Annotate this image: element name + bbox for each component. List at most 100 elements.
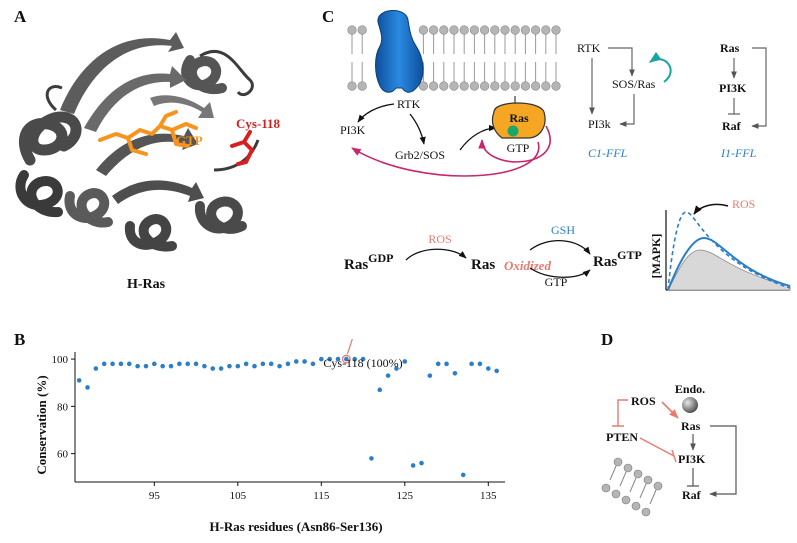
lipid-tail (619, 471, 627, 487)
lipid-head (611, 489, 621, 499)
rtk-to-grb2-arrow (409, 113, 426, 145)
lipid-tail (609, 465, 617, 481)
gtp-label: GTP (176, 133, 203, 148)
rx-gsh: GSH (551, 223, 575, 237)
chart-xlabel: H-Ras residues (Asn86-Ser136) (209, 519, 382, 534)
d-pi3k: PI3K (678, 452, 706, 466)
i1-ras-to-raf-arrow (751, 47, 767, 129)
ras-feedback-arrow (478, 125, 551, 163)
rx-gtp-below: GTP (545, 275, 568, 289)
data-point (402, 359, 408, 364)
lipid-head (500, 25, 510, 35)
data-point (177, 361, 182, 367)
y-tick-label: 60 (57, 449, 69, 461)
data-point (319, 356, 324, 362)
mapk-ros: ROS (732, 197, 755, 211)
lipid-head (347, 81, 357, 91)
c1-pi3k: PI3k (588, 117, 611, 131)
lipid-head (480, 25, 490, 35)
rx-ros-arrow (405, 248, 467, 261)
data-point (152, 361, 157, 367)
d-ros-to-ras-arrow (661, 401, 679, 419)
grb2-sos-label: Grb2/SOS (395, 148, 445, 162)
data-point (202, 363, 207, 369)
lipid-head (418, 25, 429, 35)
lipid-head (459, 25, 469, 35)
cys118-label: Cys-118 (236, 116, 281, 131)
lipid-head (449, 81, 459, 91)
lipid-head (621, 495, 631, 505)
lipid-head (520, 81, 531, 91)
ras-to-pi3k-arrow (351, 141, 540, 177)
lipid-tail (629, 477, 637, 493)
x-tick-label: 135 (480, 490, 497, 502)
panel-letter-b: B (14, 330, 25, 349)
data-point (85, 385, 90, 390)
lipid-head (633, 469, 643, 479)
i1-ras: Ras (720, 41, 740, 55)
mapk-ylabel: [MAPK] (649, 234, 663, 279)
c1-rtk: RTK (577, 41, 601, 55)
c1-sos-to-pi3k-arrow (619, 94, 635, 127)
chart-points (76, 338, 499, 478)
c1-sos-selfloop-arrow (649, 51, 672, 83)
rx-gtp-arrow (529, 267, 591, 278)
y-tick-label: 100 (52, 354, 69, 366)
ras-icon-label: Ras (509, 111, 529, 125)
lipid-head (551, 81, 561, 91)
lipid-tail (649, 489, 657, 505)
i1-ffl-name: I1-FFL (720, 146, 757, 160)
data-point (310, 361, 316, 367)
data-point (369, 456, 374, 461)
lipid-head (449, 25, 459, 35)
c1-ffl-name: C1-FFL (588, 146, 628, 160)
d-endo: Endo. (675, 382, 705, 396)
d-pten: PTEN (606, 430, 638, 444)
rx-ras-middle: Ras (471, 257, 495, 273)
gtp-molecule (98, 110, 198, 156)
lipid-head (530, 81, 541, 91)
data-point (168, 363, 174, 369)
data-point (352, 356, 358, 362)
lipid-head (480, 81, 490, 91)
data-point (260, 361, 266, 367)
lipid-head (510, 81, 520, 91)
data-point (360, 356, 366, 362)
lipid-head (357, 25, 367, 35)
panel-letter-a: A (14, 7, 27, 26)
data-point (486, 366, 491, 371)
data-point (235, 363, 241, 369)
d-pi3k-inhibits-raf (687, 468, 699, 487)
data-point (419, 460, 424, 466)
annotation-marker (341, 354, 351, 364)
lipid-tail (639, 483, 647, 499)
lipid-head (429, 81, 439, 91)
data-point (435, 361, 441, 367)
rx-ras-gdp: RasGDP (344, 251, 394, 273)
h-ras-label: H-Ras (127, 277, 166, 292)
rtk-to-pi3k-arrow (357, 103, 395, 123)
data-point (110, 361, 115, 367)
data-point (477, 361, 483, 367)
lipid-head (631, 501, 641, 511)
mapk-ros-arrow (693, 203, 729, 215)
data-point (460, 472, 466, 478)
lipid-head (469, 25, 480, 35)
d-ras-to-raf-arrow (709, 425, 737, 497)
data-point (377, 387, 383, 393)
mapk-dashed-curve (667, 211, 791, 291)
panel-letter-c: C (322, 7, 334, 26)
i1-raf: Raf (722, 119, 742, 133)
rtk-label: RTK (397, 97, 421, 111)
data-point (427, 373, 433, 378)
lipid-head (520, 25, 531, 35)
lipid-head (429, 25, 439, 35)
pi3k-label: PI3K (340, 123, 366, 137)
y-tick-label: 80 (57, 401, 69, 413)
data-point (218, 366, 224, 371)
data-point (118, 361, 124, 367)
lipid-head (439, 25, 449, 35)
data-point (268, 361, 274, 367)
data-point (243, 361, 249, 367)
x-tick-label: 105 (230, 490, 247, 502)
